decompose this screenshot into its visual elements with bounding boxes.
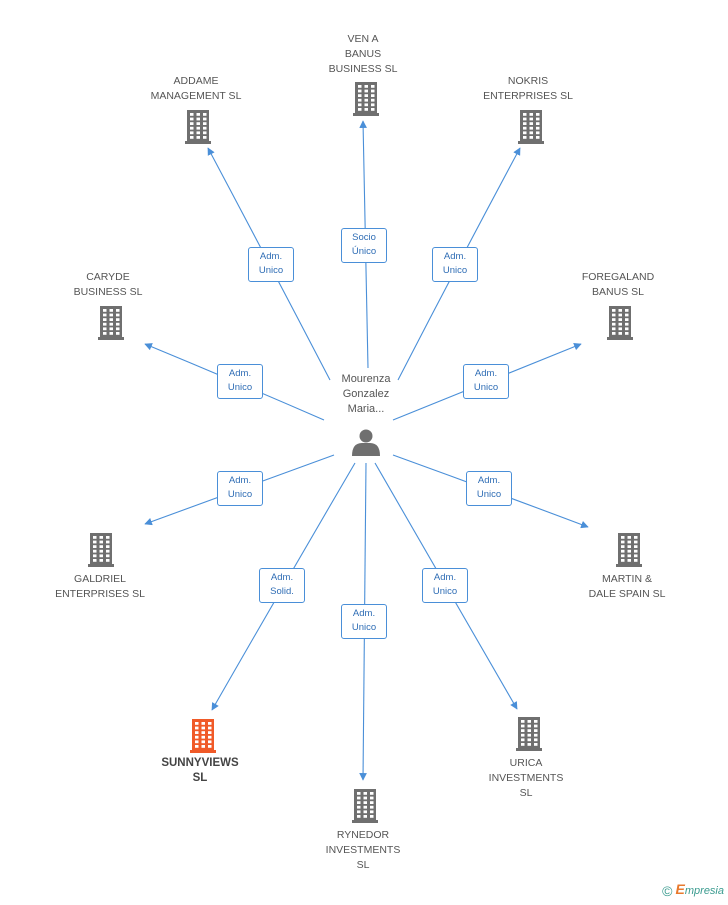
building-icon-martin-dale[interactable] [616, 533, 642, 567]
relation-label-ven-a-banus: Socio Único [341, 228, 387, 263]
company-label-galdriel[interactable]: GALDRIEL ENTERPRISES SL [55, 573, 145, 600]
building-icon-nokris[interactable] [518, 110, 544, 144]
relation-label-foregaland: Adm. Unico [463, 364, 509, 399]
relation-label-rynedor: Adm. Unico [341, 604, 387, 639]
building-icon-ven-a-banus[interactable] [353, 82, 379, 116]
relation-label-urica: Adm. Unico [422, 568, 468, 603]
relation-label-nokris: Adm. Unico [432, 247, 478, 282]
building-icon-galdriel[interactable] [88, 533, 114, 567]
company-label-urica[interactable]: URICA INVESTMENTS SL [488, 756, 564, 799]
relation-label-addame: Adm. Unico [248, 247, 294, 282]
building-icon-caryde[interactable] [98, 306, 124, 340]
company-label-martin-dale[interactable]: MARTIN & DALE SPAIN SL [588, 573, 666, 600]
company-label-rynedor[interactable]: RYNEDOR INVESTMENTS SL [325, 828, 401, 871]
company-label-caryde[interactable]: CARYDE BUSINESS SL [73, 271, 143, 298]
relation-label-martin-dale: Adm. Unico [466, 471, 512, 506]
building-icon-foregaland[interactable] [607, 306, 633, 340]
empresia-logo: © Empresia [662, 880, 724, 899]
company-label-addame[interactable]: ADDAME MANAGEMENT SL [150, 75, 242, 102]
person-name-label[interactable]: Mourenza Gonzalez Maria... [341, 373, 391, 415]
building-icon-urica[interactable] [516, 717, 542, 751]
person-icon[interactable] [352, 429, 380, 457]
relation-label-caryde: Adm. Unico [217, 364, 263, 399]
company-label-nokris[interactable]: NOKRIS ENTERPRISES SL [483, 75, 573, 102]
relation-label-sunnyviews: Adm. Solid. [259, 568, 305, 603]
building-icon-addame[interactable] [185, 110, 211, 144]
building-icon-sunnyviews[interactable] [190, 719, 216, 753]
company-label-ven-a-banus[interactable]: VEN A BANUS BUSINESS SL [328, 32, 398, 75]
company-label-foregaland[interactable]: FOREGALAND BANUS SL [581, 271, 655, 298]
company-label-sunnyviews[interactable]: SUNNYVIEWS SL [161, 757, 239, 784]
building-icon-rynedor[interactable] [352, 789, 378, 823]
relation-label-galdriel: Adm. Unico [217, 471, 263, 506]
